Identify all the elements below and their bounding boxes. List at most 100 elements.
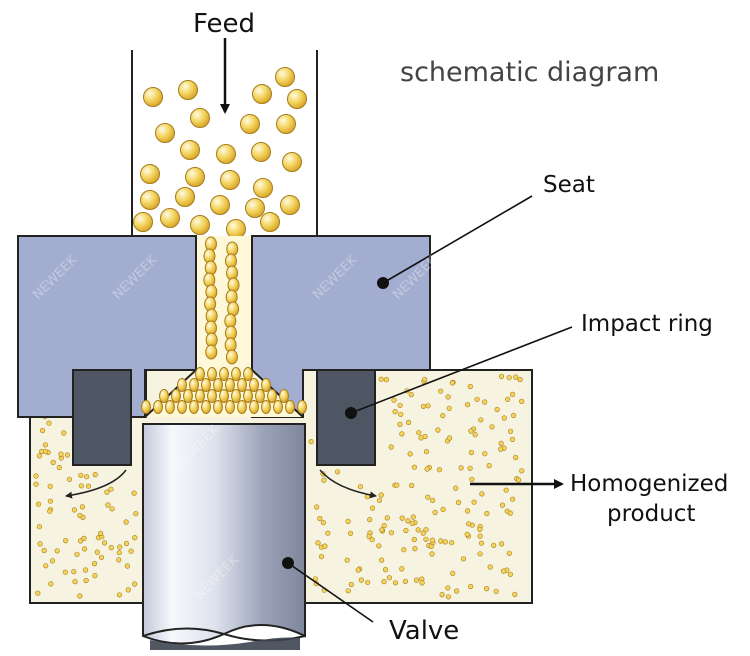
- chamber-dot: [486, 463, 492, 469]
- chamber-dot: [482, 451, 488, 457]
- chamber-dot: [116, 592, 123, 598]
- particle: [210, 195, 230, 215]
- chamber-dot: [36, 453, 43, 459]
- particle: [275, 67, 295, 87]
- chamber-dot: [125, 587, 131, 593]
- chamber-dot: [320, 520, 327, 526]
- chamber-dot: [489, 424, 495, 430]
- chamber-dot: [382, 566, 389, 573]
- particle: [225, 378, 235, 392]
- chamber-dot: [116, 557, 122, 563]
- particle: [252, 84, 272, 104]
- chamber-dot: [381, 578, 387, 585]
- chamber-dot: [507, 510, 513, 516]
- chamber-dot: [71, 568, 77, 575]
- chamber-dot: [487, 564, 493, 570]
- particle: [133, 212, 153, 232]
- chamber-dot: [460, 556, 467, 562]
- chamber-dot: [446, 405, 452, 411]
- chamber-dot: [97, 530, 104, 537]
- chamber-dot: [499, 541, 505, 547]
- chamber-dot: [369, 537, 375, 543]
- chamber-dot: [517, 376, 523, 383]
- homogenized-label-line2: product: [607, 501, 695, 527]
- particle: [285, 400, 295, 414]
- chamber-dot: [410, 514, 416, 520]
- chamber-dot: [402, 578, 409, 584]
- valve: [142, 423, 306, 650]
- chamber-dot: [131, 490, 137, 496]
- chamber-dot: [501, 415, 507, 421]
- chamber-dot: [334, 469, 341, 475]
- chamber-dot: [345, 588, 351, 594]
- chamber-dot: [348, 581, 354, 588]
- chamber-dot: [512, 591, 518, 598]
- chamber-dot: [406, 419, 412, 426]
- chamber-dot: [429, 551, 435, 557]
- chamber-particles: [33, 373, 525, 600]
- chamber-dot: [56, 464, 62, 471]
- chamber-dot: [465, 508, 471, 514]
- chamber-dot: [412, 545, 418, 552]
- impact-ring-label: Impact ring: [581, 311, 713, 337]
- particle: [260, 212, 280, 232]
- chamber-dot: [47, 498, 54, 504]
- particle: [160, 208, 180, 228]
- chamber-dot: [438, 538, 444, 544]
- chamber-dot: [381, 522, 387, 529]
- chamber-dot: [388, 444, 394, 450]
- particle: [231, 389, 241, 403]
- leader-lines: [287, 195, 573, 623]
- chamber-dot: [77, 538, 84, 544]
- chamber-dot: [513, 454, 519, 461]
- chamber-dot: [66, 476, 73, 482]
- chamber-dot: [358, 577, 365, 583]
- particle: [297, 400, 307, 414]
- chamber-dot: [411, 464, 418, 470]
- chamber-dot: [79, 504, 85, 510]
- chamber-dot: [123, 519, 129, 525]
- particle: [231, 367, 241, 381]
- particle: [267, 389, 277, 403]
- chamber-dot: [509, 391, 516, 398]
- chamber-dot: [48, 581, 54, 587]
- chamber-dot: [505, 396, 511, 402]
- chamber-dot: [41, 547, 47, 554]
- particle: [189, 378, 199, 392]
- particle: [190, 215, 210, 235]
- chamber-dot: [347, 530, 354, 536]
- chamber-dot: [379, 527, 385, 533]
- chamber-dot: [108, 486, 114, 492]
- chamber-dot: [72, 578, 78, 585]
- chamber-dot: [46, 420, 52, 426]
- particle: [195, 367, 205, 381]
- chamber-dot: [513, 374, 519, 380]
- particle: [190, 108, 210, 128]
- particle: [185, 167, 205, 187]
- neck-particles: [141, 236, 307, 414]
- chamber-dot: [425, 403, 431, 409]
- chamber-dot: [477, 551, 483, 557]
- chamber-dot: [98, 554, 105, 560]
- chamber-dot: [383, 377, 390, 383]
- chamber-dot: [105, 502, 111, 508]
- chamber-dot: [109, 506, 115, 512]
- chamber-dot: [398, 411, 404, 417]
- chamber-dot: [494, 406, 500, 413]
- chamber-dot: [308, 439, 314, 445]
- chamber-dot: [515, 477, 522, 483]
- chamber-dot: [498, 446, 504, 452]
- chamber-dot: [468, 449, 474, 456]
- chamber-dot: [408, 392, 414, 398]
- chamber-dot: [315, 540, 321, 546]
- particle: [261, 400, 271, 414]
- particle: [249, 378, 259, 392]
- chamber-dot: [58, 451, 64, 457]
- particle: [207, 367, 217, 381]
- chamber-dot: [474, 396, 480, 402]
- chamber-dot: [479, 491, 485, 497]
- chamber-dot: [132, 534, 138, 541]
- chamber-dot: [420, 530, 426, 536]
- particle: [226, 219, 246, 239]
- particle: [216, 144, 236, 164]
